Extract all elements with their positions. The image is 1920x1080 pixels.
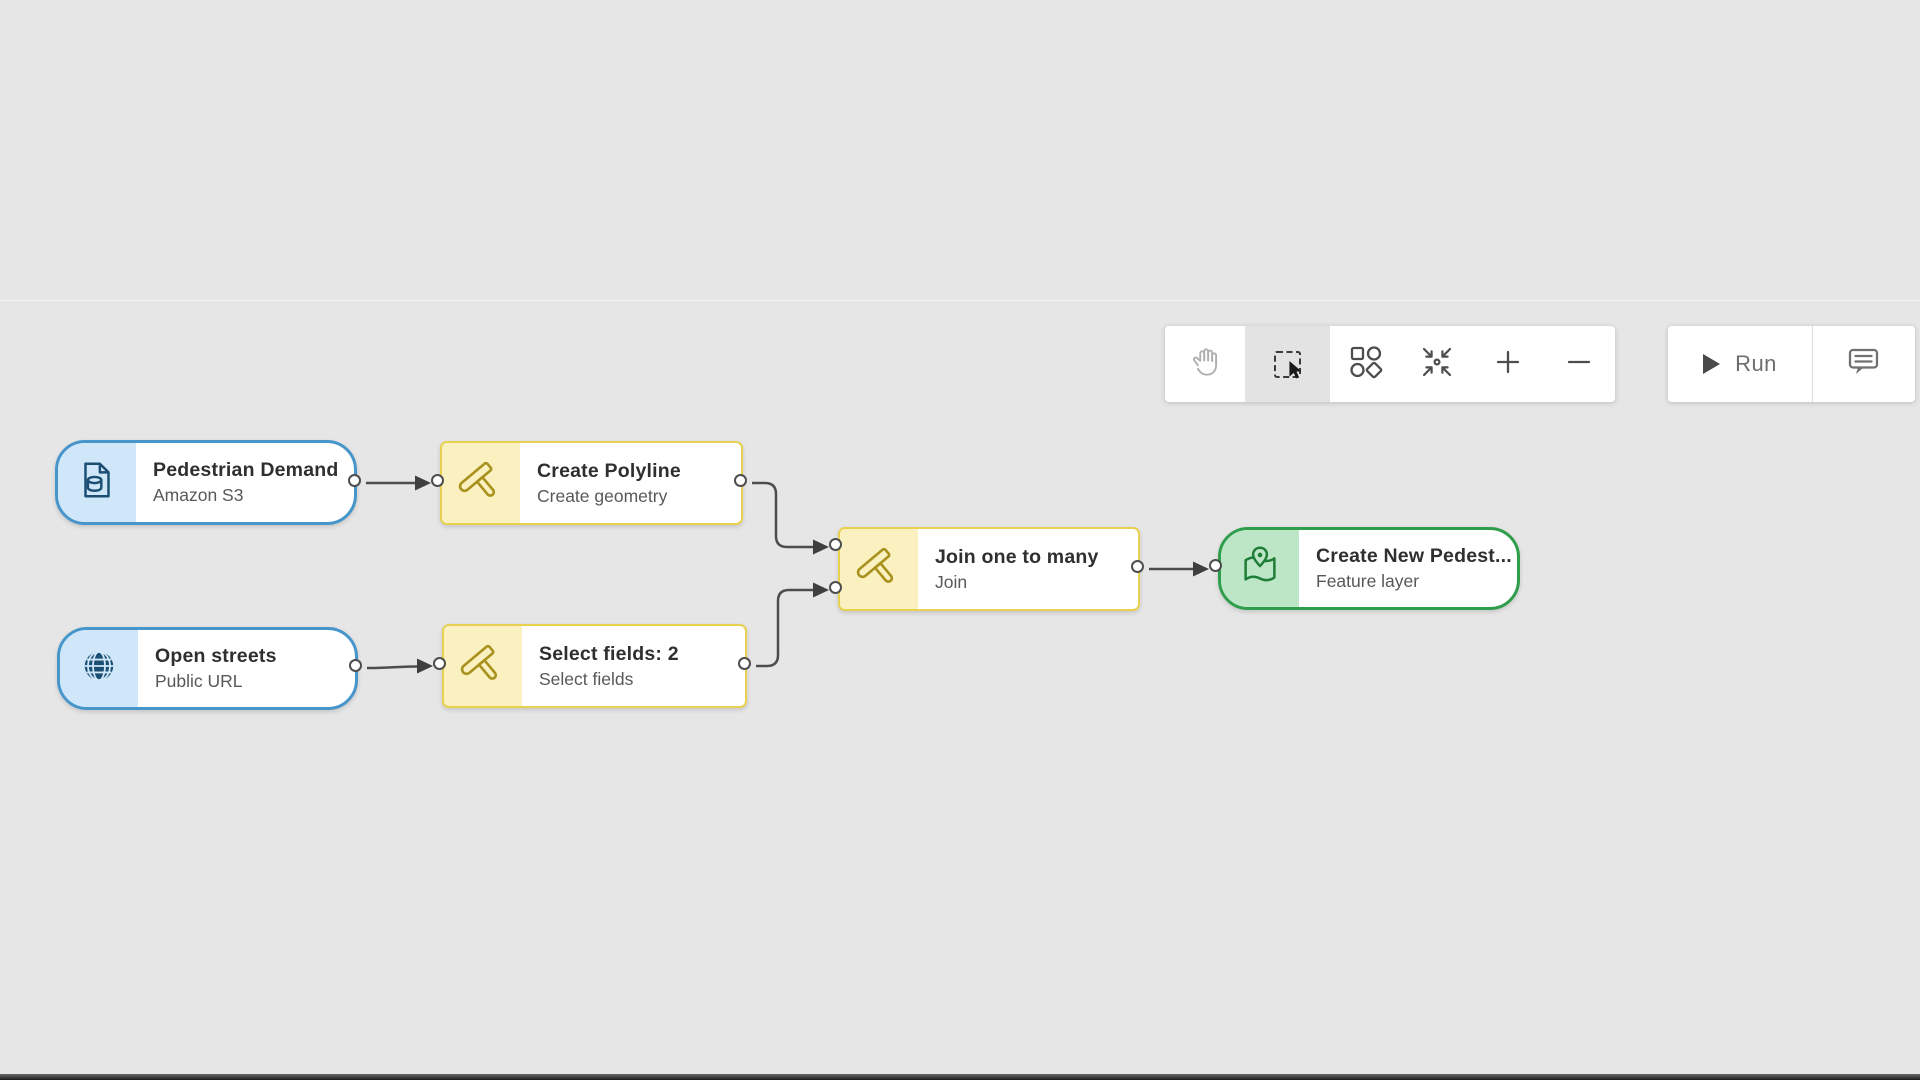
node-title: Select fields: 2 [539,642,679,665]
output-port[interactable] [348,474,361,487]
feedback-button[interactable] [1813,326,1915,402]
output-port[interactable] [349,659,362,672]
input-port[interactable] [1209,559,1222,572]
output-port[interactable] [734,474,747,487]
node-subtitle: Join [935,571,968,592]
node-title: Pedestrian Demand [153,459,339,481]
node-subtitle: Feature layer [1316,571,1420,591]
connection-line[interactable] [752,481,814,549]
input-port[interactable] [433,657,446,670]
node-title: Open streets [155,645,277,667]
hammer-icon [855,543,903,596]
collapse-arrows-icon [1419,344,1455,385]
input-port[interactable] [431,474,444,487]
pan-tool-button[interactable] [1165,326,1245,402]
document-database-icon [74,457,120,508]
zoom-out-button[interactable] [1543,326,1614,402]
bottom-edge-bar [0,1074,1920,1080]
fit-to-view-button[interactable] [1401,326,1472,402]
minus-icon [1564,347,1594,382]
node-subtitle: Create geometry [537,485,668,506]
canvas-toolbar [1165,326,1615,402]
node-pedestrian-demand[interactable]: Pedestrian Demand Amazon S3 [55,440,357,525]
output-port[interactable] [738,657,751,670]
hand-icon [1186,343,1224,386]
input-port[interactable] [829,538,842,551]
hammer-icon [459,640,507,693]
zoom-in-button[interactable] [1472,326,1543,402]
arrowhead-icon [1193,561,1209,577]
select-tool-button[interactable] [1245,326,1330,402]
node-subtitle: Amazon S3 [153,485,244,505]
node-subtitle: Select fields [539,668,634,689]
node-icon-section [58,443,136,522]
output-port[interactable] [1131,560,1144,573]
connection-line[interactable] [366,665,419,670]
comment-icon [1846,345,1882,384]
node-join-one-to-many[interactable]: Join one to many Join [838,527,1140,611]
node-icon-section [840,529,918,609]
connection-line[interactable] [756,588,814,668]
node-title: Create New Pedest... [1316,545,1512,567]
node-subtitle: Public URL [155,671,243,691]
node-select-fields[interactable]: Select fields: 2 Select fields [442,624,747,708]
node-title: Join one to many [935,545,1099,568]
hammer-icon [457,457,505,510]
marquee-select-icon [1274,350,1302,379]
arrowhead-icon [417,658,433,674]
arrowhead-icon [813,582,829,598]
arrowhead-icon [415,475,431,491]
node-create-new-pedest[interactable]: Create New Pedest... Feature layer [1218,527,1520,610]
node-icon-section [442,443,520,523]
canvas-divider [0,300,1920,301]
layout-shapes-icon [1348,344,1384,385]
node-icon-section [60,630,138,707]
globe-icon [77,644,121,693]
run-button-label: Run [1735,351,1777,376]
run-toolbar: Run [1668,326,1915,402]
toolbar-divider [1812,326,1813,402]
node-icon-section [1221,530,1299,607]
arrowhead-icon [813,539,829,555]
node-open-streets[interactable]: Open streets Public URL [57,627,358,710]
node-title: Create Polyline [537,459,681,482]
plus-icon [1493,347,1523,382]
run-button[interactable]: Run [1668,326,1812,402]
map-pin-icon [1237,543,1283,594]
auto-layout-button[interactable] [1330,326,1401,402]
input-port[interactable] [829,581,842,594]
play-icon [1703,354,1721,374]
node-icon-section [444,626,522,706]
